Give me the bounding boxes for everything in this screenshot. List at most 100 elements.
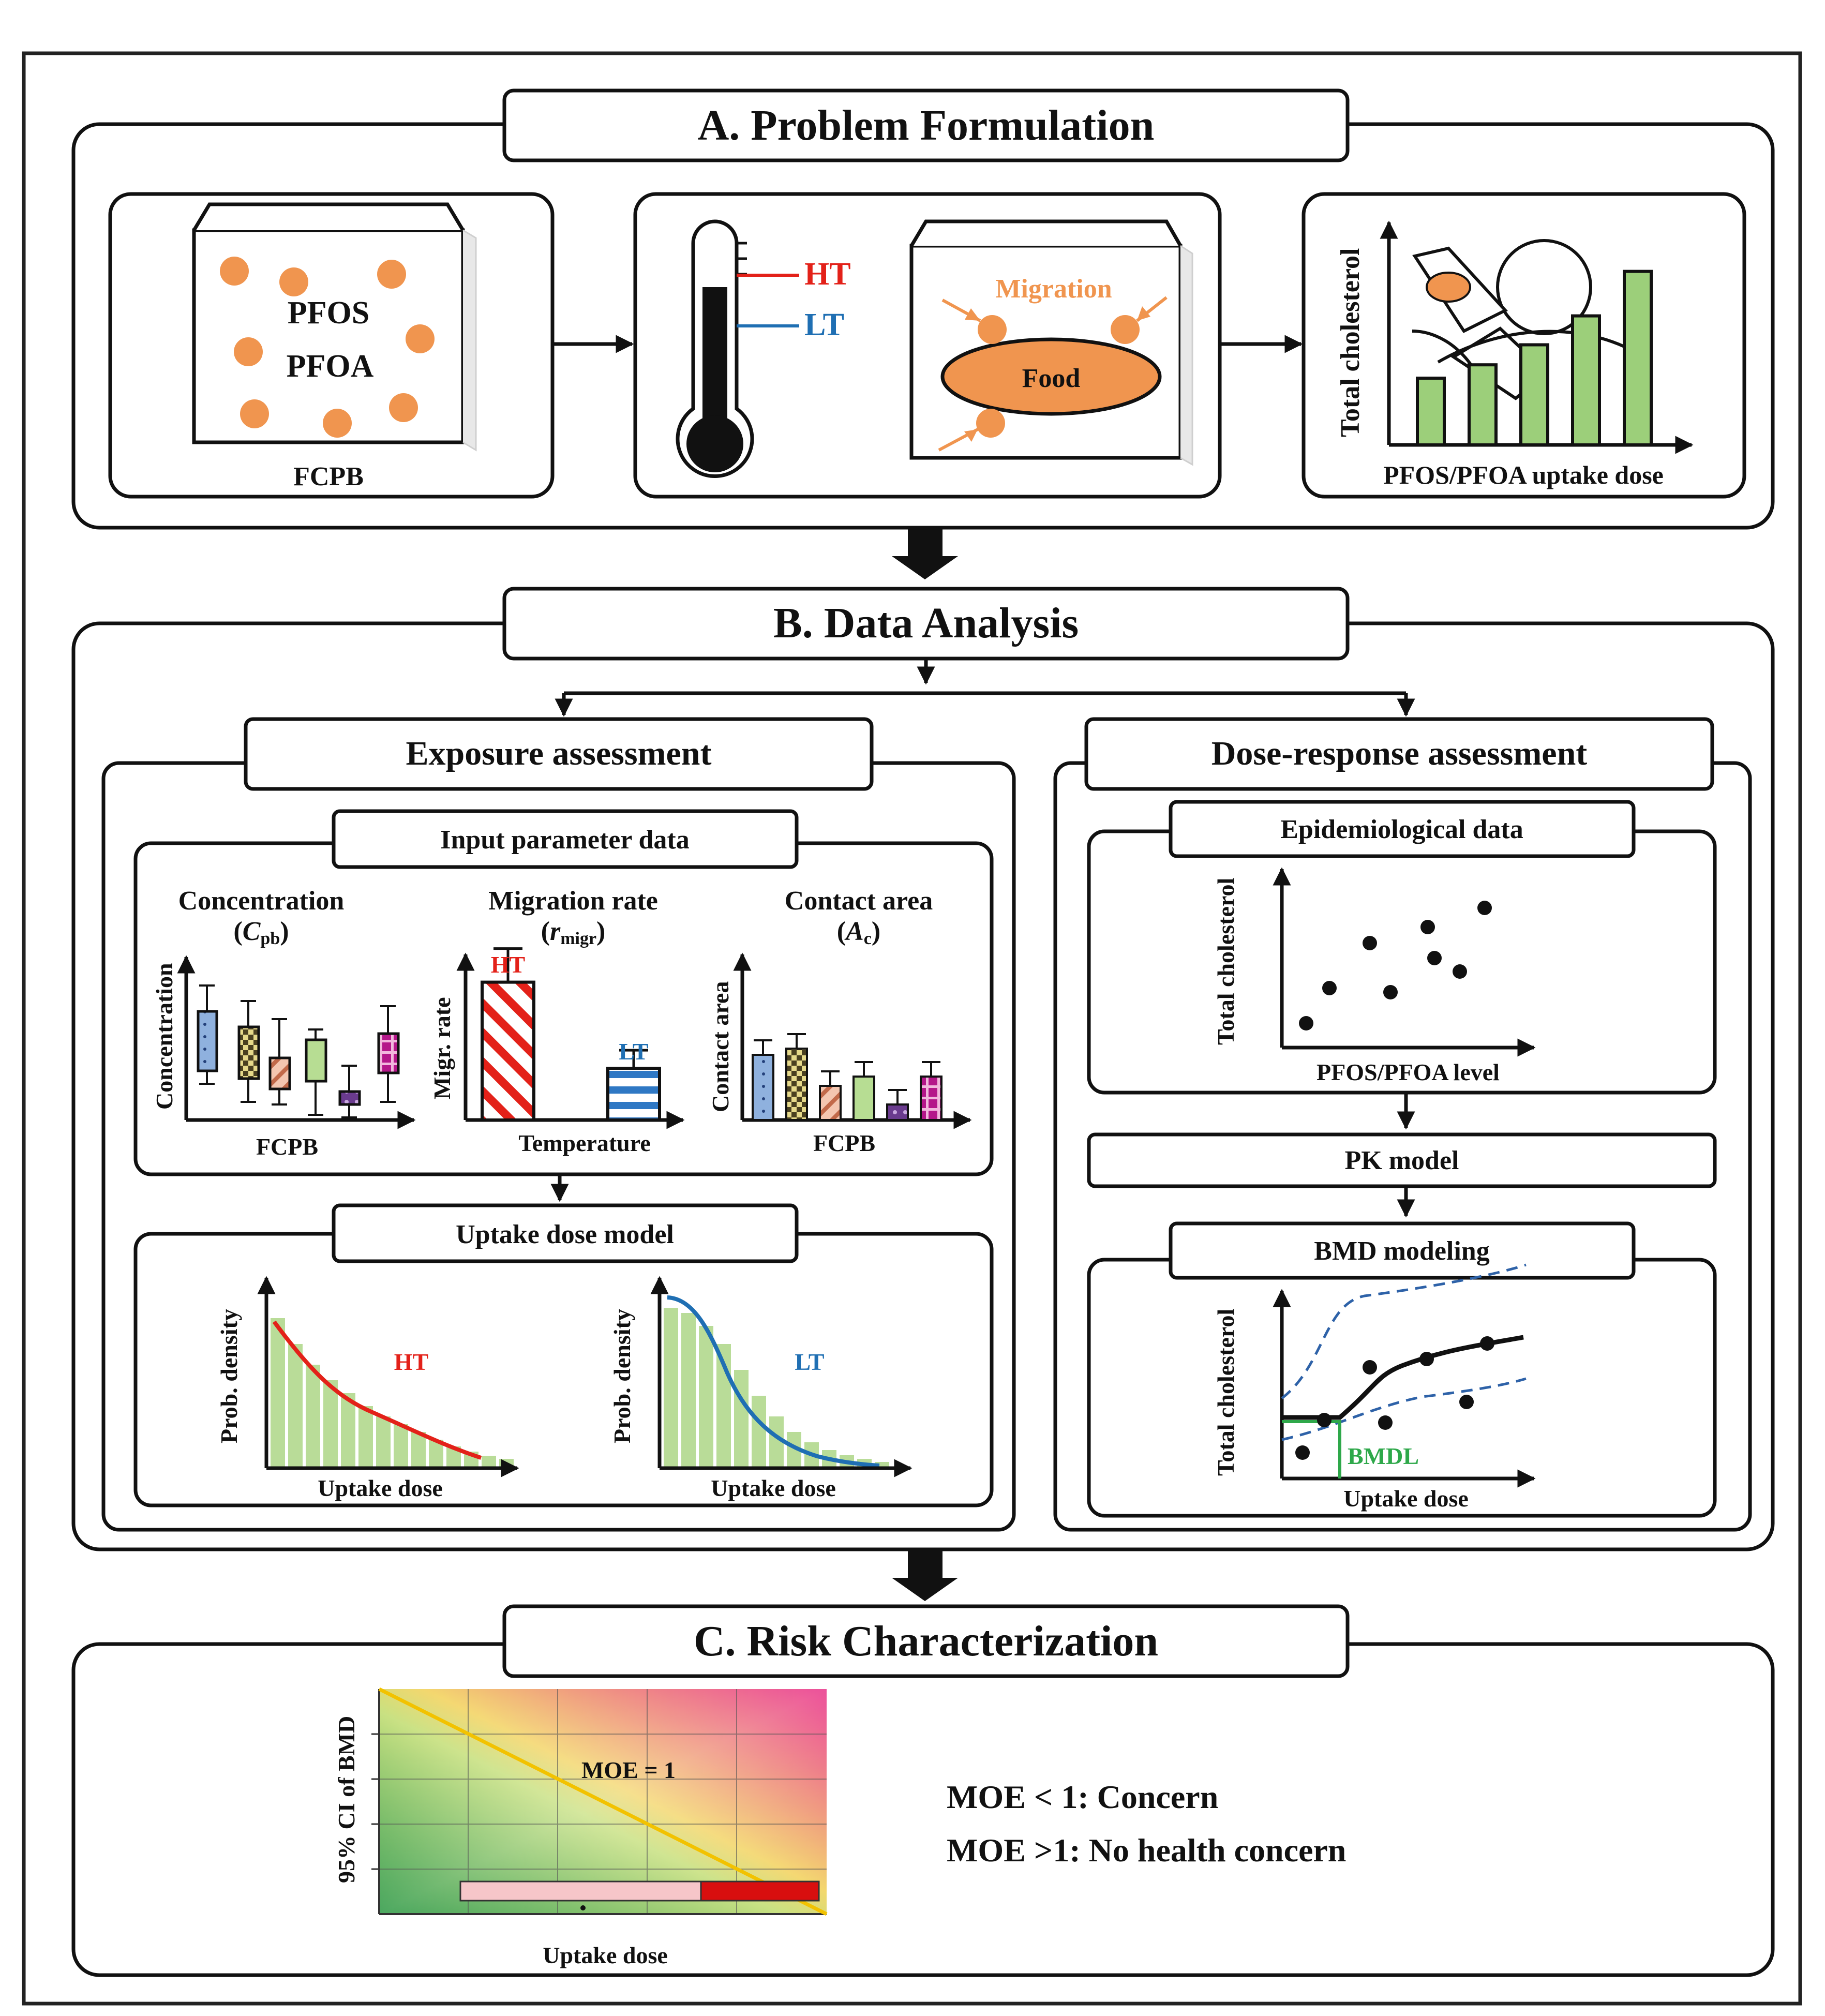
thermometer-icon — [676, 219, 754, 478]
outer-frame — [22, 51, 1802, 2006]
compound-pfos: PFOS — [288, 295, 369, 331]
bmd-upper-ci — [1281, 1263, 1527, 1399]
migration-lt-label: LT — [619, 1038, 648, 1065]
pk-model-box — [1087, 1132, 1717, 1188]
lt-bin-5 — [734, 1370, 749, 1468]
bmd-xlabel: Uptake dose — [1343, 1485, 1469, 1512]
ht-bin-3 — [306, 1365, 320, 1468]
bmd-title-box — [1169, 1221, 1636, 1280]
input-params-title-box — [332, 809, 799, 869]
outcome-ylabel: Total cholesterol — [1336, 248, 1365, 437]
contact-area-ylabel: Contact area — [707, 981, 734, 1112]
outcome-bar-1 — [1416, 377, 1446, 446]
pfas-particles — [220, 257, 435, 438]
lt-bin-2 — [681, 1313, 696, 1468]
moe-legend-concern: MOE < 1: Concern — [947, 1779, 1218, 1815]
food-label: Food — [1022, 364, 1081, 393]
contact-errorbar-4 — [855, 1061, 873, 1077]
migration-errorbar-ht — [493, 947, 522, 982]
ci-bar-high — [700, 1880, 820, 1902]
food-ellipse — [940, 337, 1162, 416]
contact-bar-2 — [785, 1048, 808, 1121]
ht-label: HT — [804, 257, 851, 292]
contact-errorbar-3 — [821, 1070, 840, 1086]
ht-bin-2 — [288, 1344, 303, 1468]
outcome-xlabel: PFOS/PFOA uptake dose — [1383, 460, 1664, 489]
contact-bars — [752, 1033, 943, 1121]
pk-model-label: PK model — [1345, 1146, 1459, 1175]
moe-grid — [379, 1689, 827, 1914]
ht-curve-label: HT — [394, 1349, 428, 1375]
moe-equals-one-line — [378, 1687, 828, 1916]
dose-response-title: Dose-response assessment — [1211, 735, 1588, 772]
contact-bar-5 — [886, 1103, 909, 1121]
migration-rate-symbol: (rmigr) — [541, 917, 606, 948]
exposure-title: Exposure assessment — [406, 735, 711, 772]
dose-response-title-box — [1084, 717, 1714, 791]
contact-bar-1 — [752, 1054, 774, 1121]
ci-point — [580, 1905, 586, 1910]
contact-errorbar-5 — [888, 1089, 907, 1104]
lt-ylabel: Prob. density — [609, 1309, 635, 1443]
epi-xlabel: PFOS/PFOA level — [1317, 1059, 1500, 1085]
ci-bar-low — [459, 1880, 702, 1902]
moe-legend-no-concern: MOE >1: No health concern — [947, 1832, 1346, 1869]
concentration-boxplots — [197, 984, 400, 1118]
epi-ylabel: Total cholesterol — [1213, 878, 1239, 1045]
migration-rate-ylabel: Migr. rate — [429, 997, 455, 1099]
packaging-label: FCPB — [293, 462, 364, 491]
outcome-bars — [1416, 270, 1653, 447]
contact-area-title: Contact area — [785, 886, 933, 916]
ht-fit-curve — [272, 1320, 482, 1460]
contact-bar-4 — [852, 1076, 875, 1121]
epi-panel — [1087, 829, 1717, 1095]
contact-bar-3 — [819, 1085, 842, 1121]
lt-xlabel: Uptake dose — [711, 1475, 836, 1501]
person-drinking-icon — [1412, 239, 1636, 400]
lt-histogram — [664, 1295, 889, 1468]
migration-bar-ht — [481, 980, 535, 1122]
ht-bin-8 — [394, 1424, 408, 1468]
epi-title-box — [1169, 800, 1636, 858]
section-c-title: C. Risk Characterization — [694, 1617, 1158, 1665]
outcome-bar-3 — [1519, 343, 1549, 446]
migration-ht-label: HT — [491, 951, 525, 978]
arrow-a-to-b — [892, 528, 958, 579]
section-c-title-box — [502, 1604, 1350, 1678]
epi-scatter-points — [1299, 901, 1492, 1031]
boxplot-1 — [197, 984, 218, 1085]
contact-errorbar-6 — [922, 1061, 940, 1077]
moe-ylabel: 95% CI of BMD — [333, 1716, 360, 1883]
uptake-title: Uptake dose model — [456, 1220, 674, 1249]
epi-title: Epidemiological data — [1280, 815, 1523, 844]
lt-fit-curve — [667, 1295, 880, 1468]
contact-area-xlabel: FCPB — [813, 1130, 875, 1156]
lt-bin-7 — [769, 1416, 784, 1468]
bmd-lower-ci — [1281, 1377, 1527, 1441]
migration-bars — [481, 947, 661, 1122]
ht-histogram — [271, 1318, 514, 1468]
migration-arrows — [938, 296, 1168, 452]
section-b-title: B. Data Analysis — [773, 599, 1079, 647]
bmdl-label: BMDL — [1348, 1443, 1419, 1469]
ht-bin-1 — [271, 1318, 285, 1468]
migration-label: Migration — [995, 274, 1112, 304]
section-a-title-box — [502, 88, 1350, 162]
bmd-title: BMD modeling — [1314, 1236, 1489, 1266]
migration-errorbar-lt — [619, 1049, 648, 1069]
moe-line-label: MOE = 1 — [581, 1757, 676, 1783]
ht-bin-4 — [323, 1380, 338, 1468]
outcome-bar-5 — [1623, 270, 1653, 446]
ht-ylabel: Prob. density — [216, 1309, 242, 1443]
concentration-xlabel: FCPB — [256, 1133, 318, 1160]
section-c-panel — [71, 1642, 1775, 1977]
ht-bin-7 — [376, 1416, 391, 1468]
lt-bin-6 — [752, 1396, 766, 1468]
ht-bin-5 — [341, 1393, 355, 1468]
outcome-bar-4 — [1571, 314, 1601, 446]
compound-pfoa: PFOA — [287, 349, 374, 384]
boxplot-4 — [305, 1028, 327, 1116]
ht-bin-13 — [482, 1456, 496, 1468]
contact-errorbar-1 — [754, 1039, 772, 1055]
